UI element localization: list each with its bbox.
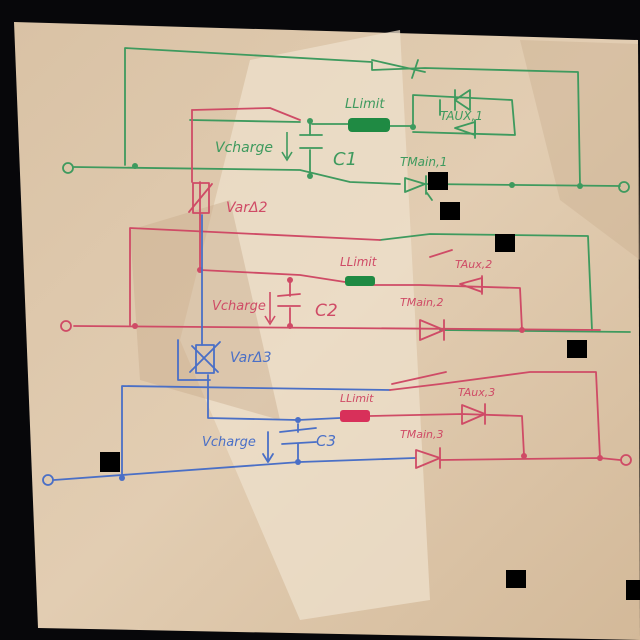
stage-2-input-terminal <box>60 320 72 332</box>
redaction-squares <box>100 172 640 600</box>
stage-1-input-terminal <box>62 162 74 174</box>
stage-2-vcharge-label: Vcharge <box>212 299 266 314</box>
stage-2-capacitor-label: C2 <box>315 301 338 321</box>
stage-2-vcharge-arrow <box>264 292 276 326</box>
paper-light-fold <box>180 30 430 620</box>
stage-3-main-thyristor-label: TMain,3 <box>400 428 443 441</box>
stage-2-junctions <box>132 267 525 333</box>
stage-3-vcharge-arrow <box>262 431 274 463</box>
stage-1-vcharge-arrow <box>281 132 293 162</box>
stage-2-circuit <box>73 107 601 341</box>
stage-2-aux-thyristor-label: TAux,2 <box>455 258 492 271</box>
stage-2-inductor-label: LLimit <box>340 255 378 269</box>
stage-1-vcharge-label: Vcharge <box>215 140 273 156</box>
stage-1-circuit <box>73 47 631 333</box>
stage-1-capacitor-label: C1 <box>333 149 357 170</box>
stage-3-capacitor-label: C3 <box>316 432 336 450</box>
stage-1-main-thyristor-label: TMain,1 <box>400 155 447 169</box>
stage-3-output-terminal <box>620 454 632 466</box>
inductor-1-core <box>348 118 390 132</box>
stage-2-varistor-label: VarΔ2 <box>226 200 268 216</box>
stage-3-varistor-label: VarΔ3 <box>230 350 272 366</box>
stage-1-aux-thyristor-label: TAUX,1 <box>440 109 483 123</box>
stage-1-junctions <box>132 118 583 189</box>
paper-shadow-left <box>130 200 280 420</box>
stage-3-vcharge-label: Vcharge <box>202 435 256 450</box>
stage-2-main-thyristor-label: TMain,2 <box>400 296 443 309</box>
stage-1-inductor-label: LLimit <box>345 97 385 112</box>
inductor-2-core <box>345 276 375 286</box>
stage-3-junctions <box>119 417 603 481</box>
inductor-3-core <box>340 410 370 422</box>
stage-3-input-terminal <box>42 474 54 486</box>
stage-1-output-terminal <box>618 181 630 193</box>
stage-3-aux-thyristor-label: TAux,3 <box>458 386 495 399</box>
stage-3-inductor-label: LLimit <box>340 392 374 405</box>
